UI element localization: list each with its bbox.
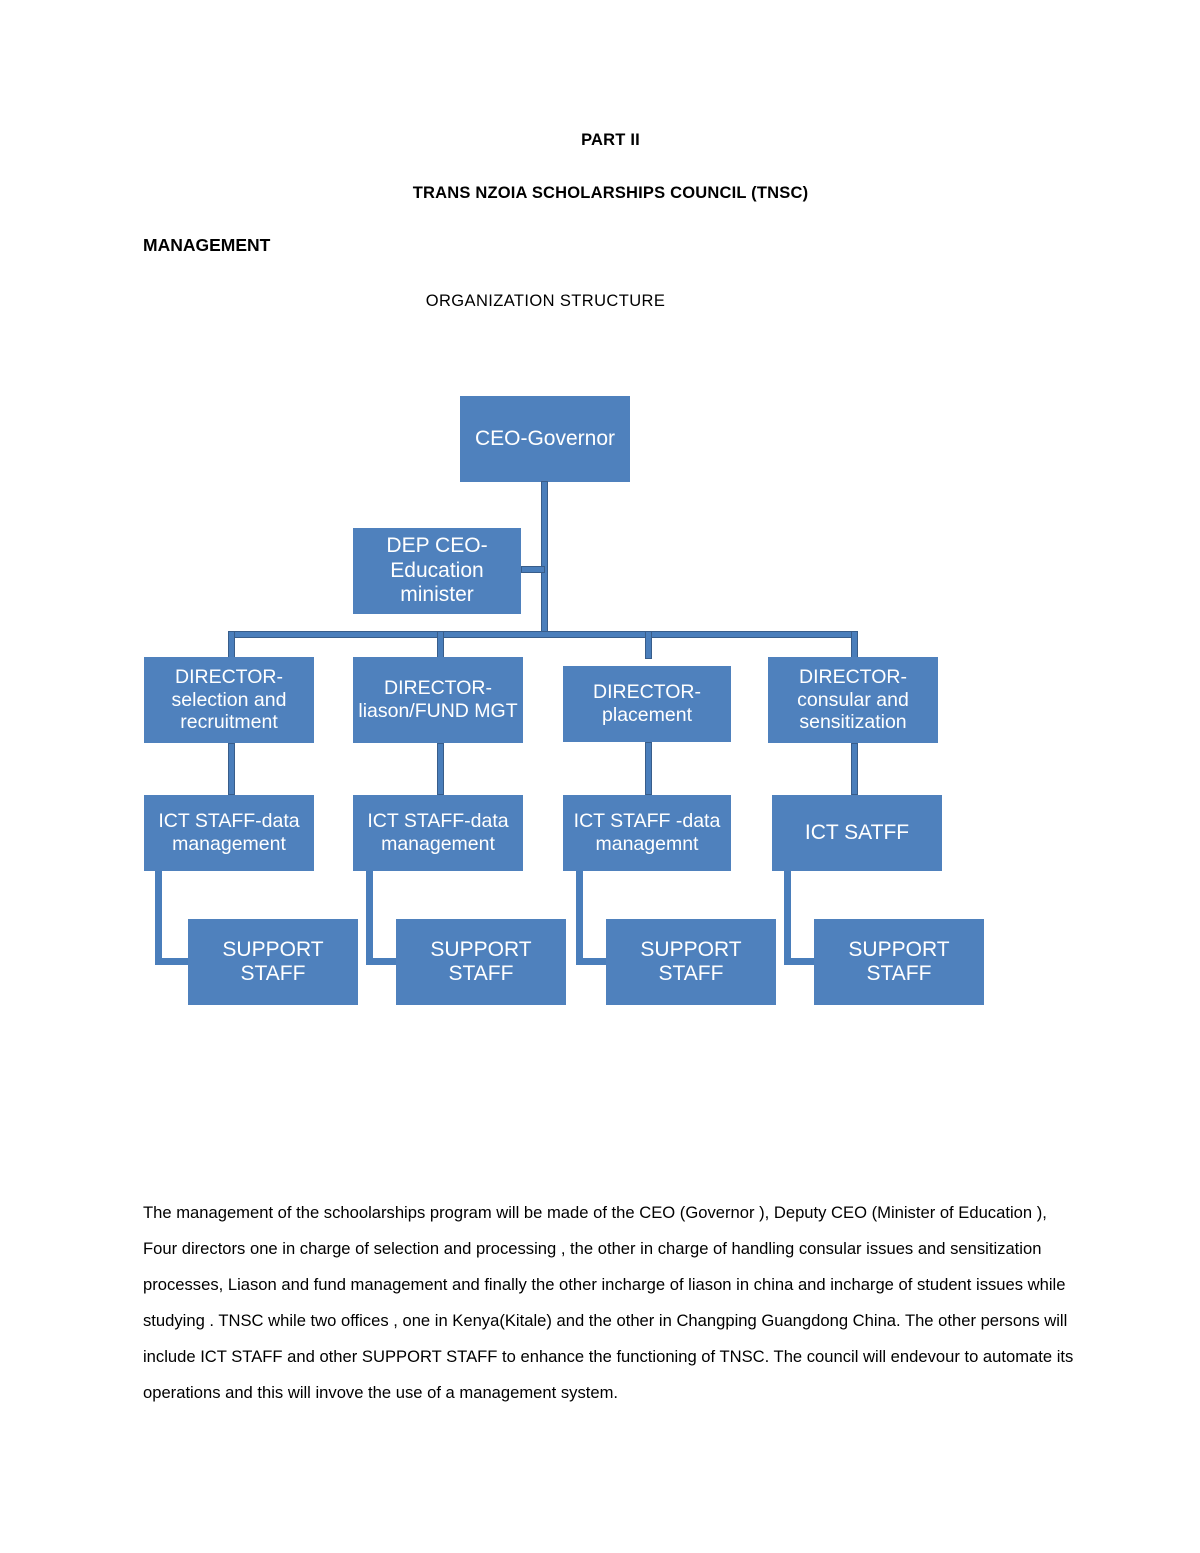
node-director-placement[interactable]: DIRECTOR-placement bbox=[563, 666, 731, 742]
connector-ict-4-to-support-4 bbox=[784, 871, 818, 965]
node-support-staff-2[interactable]: SUPPORT STAFF bbox=[396, 919, 566, 1005]
connector-ict-3-to-support-3 bbox=[576, 871, 610, 965]
connector-director-drop-4 bbox=[851, 631, 858, 659]
node-support-staff-1-label: SUPPORT STAFF bbox=[222, 937, 324, 985]
node-support-staff-1[interactable]: SUPPORT STAFF bbox=[188, 919, 358, 1005]
node-support-staff-4[interactable]: SUPPORT STAFF bbox=[814, 919, 984, 1005]
body-paragraph: The management of the schoolarships prog… bbox=[143, 1202, 1074, 1402]
node-support-staff-3-label: SUPPORT STAFF bbox=[640, 937, 742, 985]
node-director-consular-sensitization[interactable]: DIRECTOR-consular and sensitization bbox=[768, 657, 938, 743]
node-support-staff-2-label: SUPPORT STAFF bbox=[430, 937, 532, 985]
heading-council-name: TRANS NZOIA SCHOLARSHIPS COUNCIL (TNSC) bbox=[412, 183, 809, 202]
node-director-selection-recruitment[interactable]: DIRECTOR-selection and recruitment bbox=[144, 657, 314, 743]
connector-ict-2-to-support-2 bbox=[366, 871, 400, 965]
node-director-2-label: DIRECTOR-liason/FUND MGT bbox=[358, 677, 518, 722]
connector-director-3-to-ict-3 bbox=[645, 742, 652, 795]
heading-part: PART II bbox=[581, 131, 640, 149]
connector-director-2-to-ict-2 bbox=[437, 743, 444, 795]
node-ict-staff-2-label: ICT STAFF-data management bbox=[367, 810, 509, 855]
connector-ict-1-to-support-1 bbox=[155, 871, 195, 965]
node-ceo-governor[interactable]: CEO-Governor bbox=[460, 396, 630, 482]
connector-ceo-trunk bbox=[541, 481, 548, 638]
connector-director-drop-1 bbox=[228, 631, 235, 659]
document-heading-block: PART II TRANS NZOIA SCHOLARSHIPS COUNCIL… bbox=[143, 132, 1078, 309]
connector-director-drop-3 bbox=[645, 631, 652, 659]
node-support-staff-4-label: SUPPORT STAFF bbox=[848, 937, 950, 985]
connector-director-bus bbox=[228, 631, 858, 638]
node-director-liason-fund-mgt[interactable]: DIRECTOR-liason/FUND MGT bbox=[353, 657, 523, 743]
node-support-staff-3[interactable]: SUPPORT STAFF bbox=[606, 919, 776, 1005]
node-ict-staff-2[interactable]: ICT STAFF-data management bbox=[353, 795, 523, 871]
node-ict-staff-1-label: ICT STAFF-data management bbox=[158, 810, 300, 855]
node-director-1-label: DIRECTOR-selection and recruitment bbox=[171, 666, 287, 734]
node-director-3-label: DIRECTOR-placement bbox=[593, 681, 701, 726]
connector-director-1-to-ict-1 bbox=[228, 743, 235, 795]
node-deputy-ceo-label: DEP CEO-Education minister bbox=[386, 534, 488, 607]
node-deputy-ceo[interactable]: DEP CEO-Education minister bbox=[353, 528, 521, 614]
node-ict-staff-3-label: ICT STAFF -data managemnt bbox=[573, 810, 721, 855]
node-ict-staff-1[interactable]: ICT STAFF-data management bbox=[144, 795, 314, 871]
connector-director-4-to-ict-4 bbox=[851, 743, 858, 795]
node-ict-staff-4-label: ICT SATFF bbox=[804, 820, 910, 844]
heading-organization-structure: ORGANIZATION STRUCTURE bbox=[425, 291, 666, 310]
connector-director-drop-2 bbox=[437, 631, 444, 659]
node-ict-staff-4[interactable]: ICT SATFF bbox=[772, 795, 942, 871]
node-ict-staff-3[interactable]: ICT STAFF -data managemnt bbox=[563, 795, 731, 871]
node-ceo-governor-label: CEO-Governor bbox=[474, 426, 616, 450]
heading-management: MANAGEMENT bbox=[143, 235, 271, 255]
node-director-4-label: DIRECTOR-consular and sensitization bbox=[797, 666, 909, 734]
connector-deputy-stub bbox=[521, 566, 545, 573]
